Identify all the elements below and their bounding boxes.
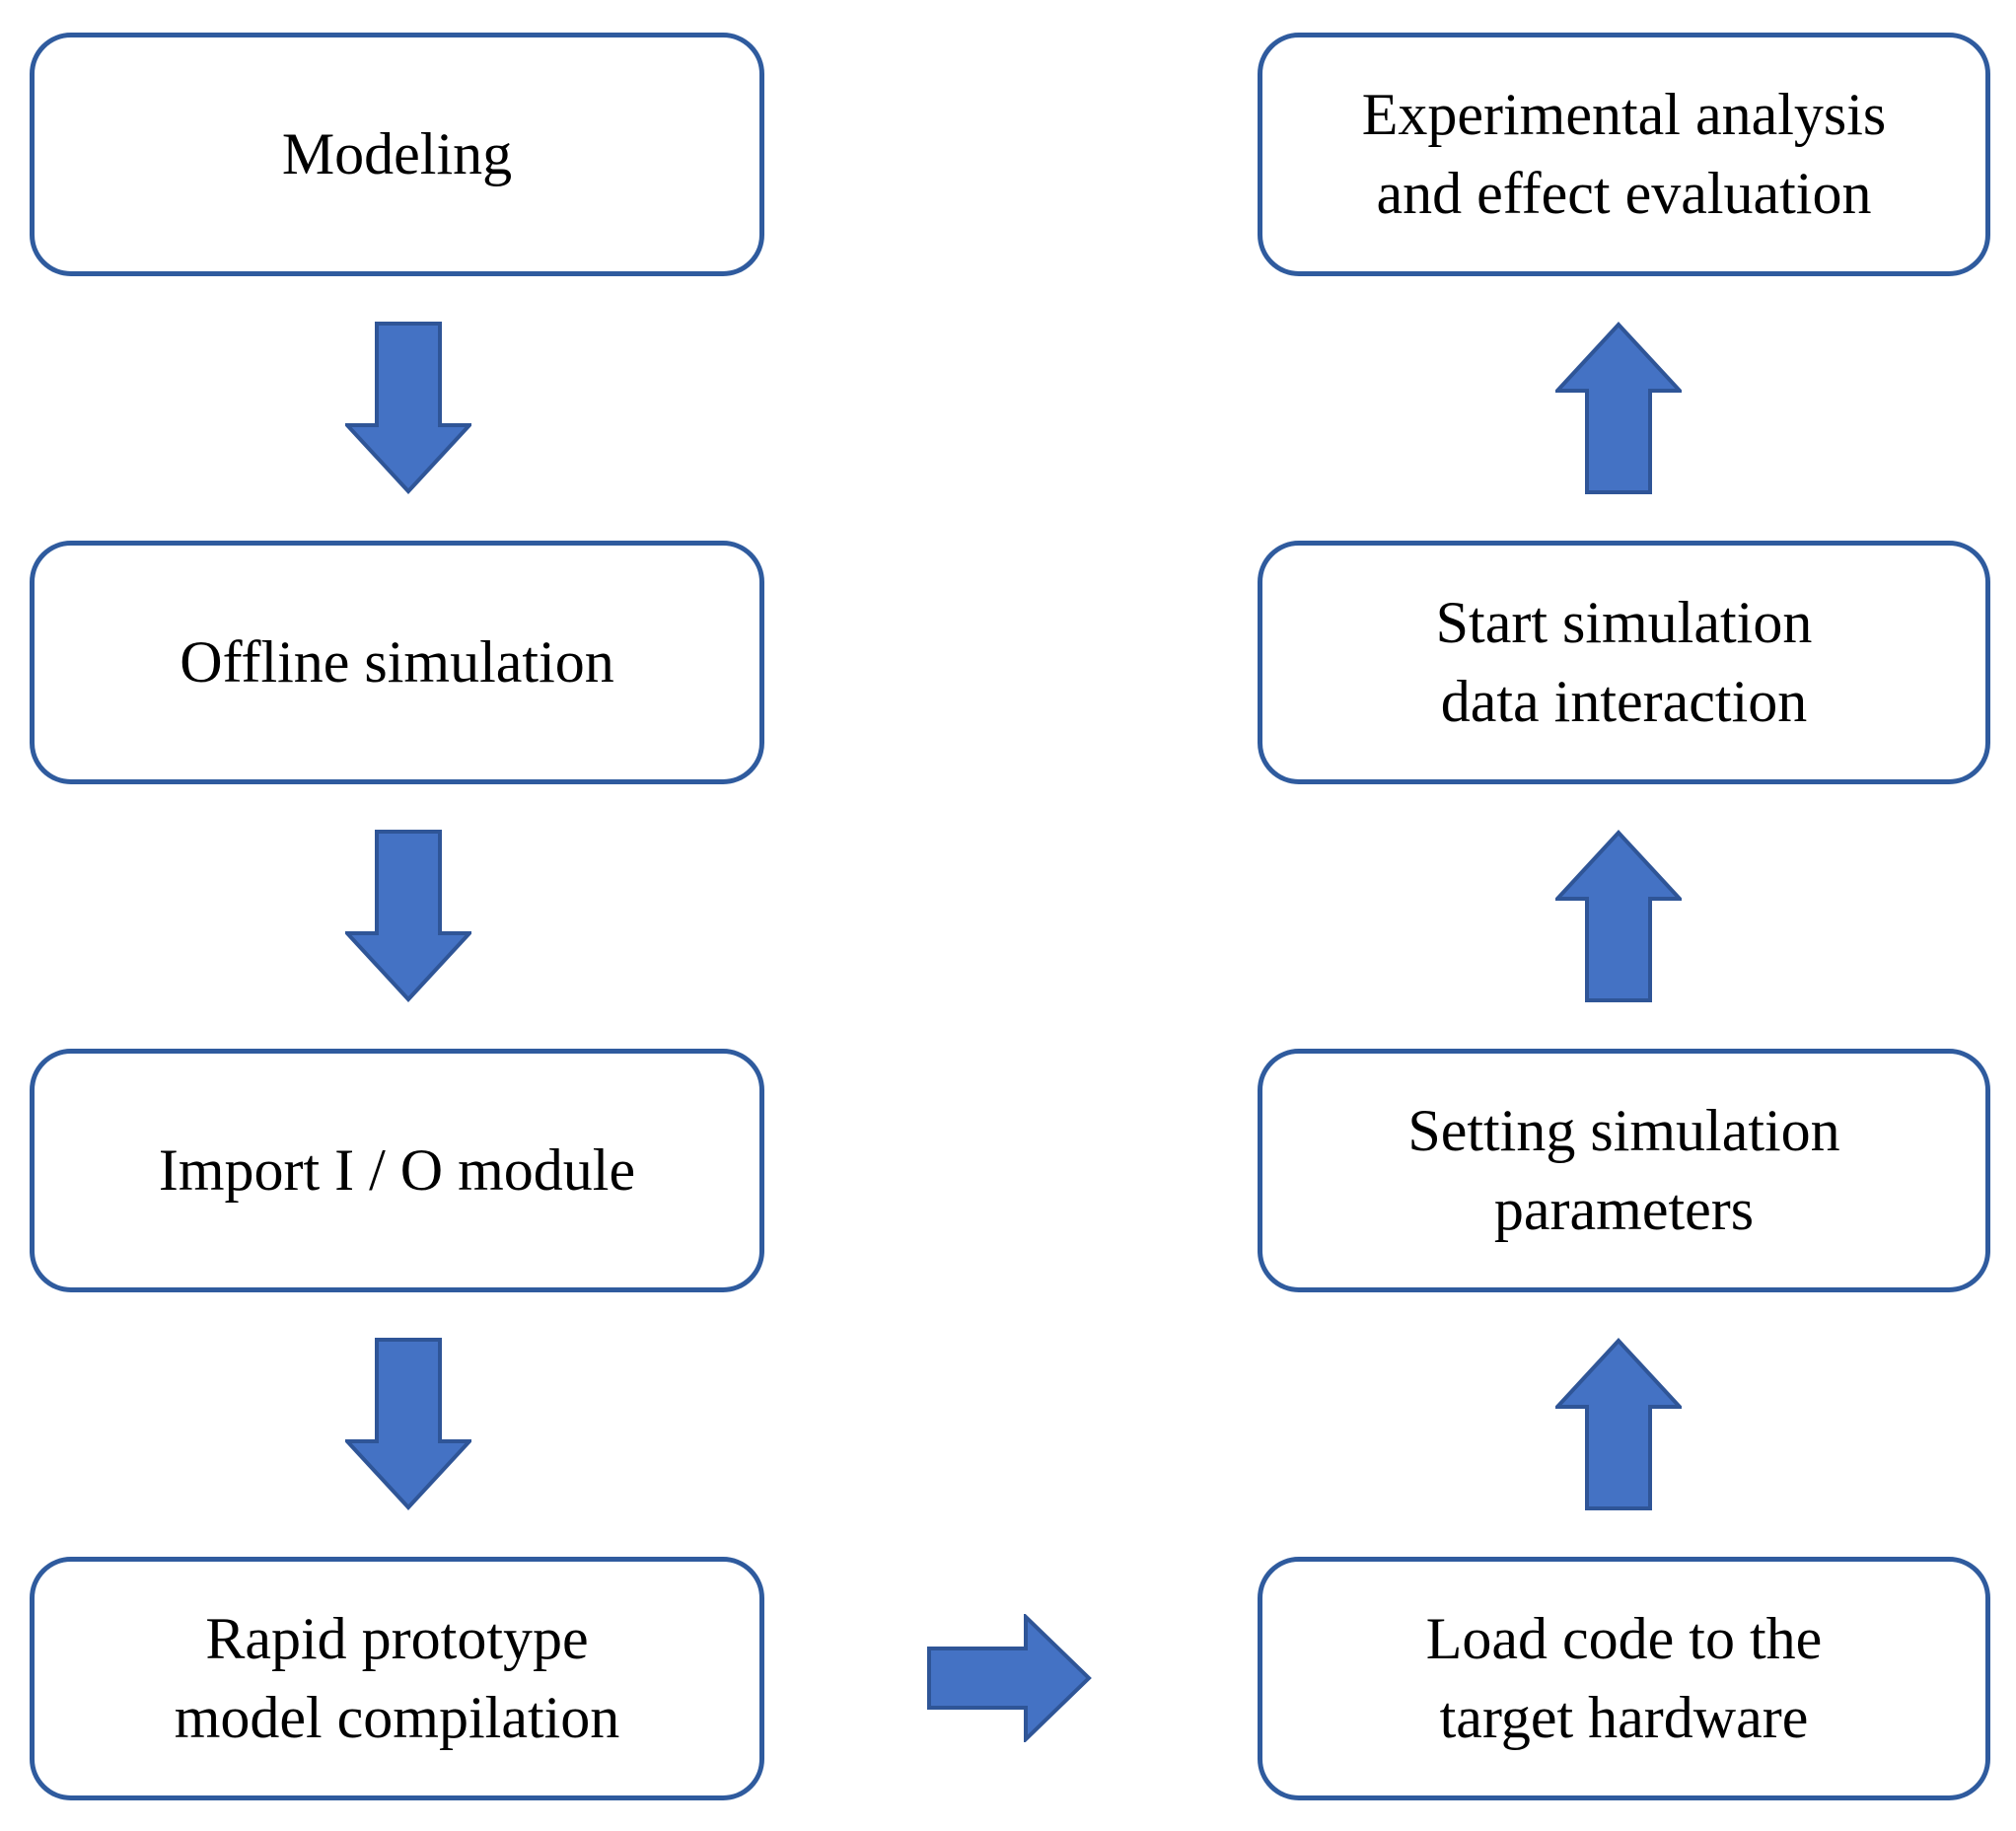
down-arrow-icon-1 xyxy=(345,322,471,494)
box-label: Modeling xyxy=(281,120,513,186)
box-setting-simulation-parameters: Setting simulation parameters xyxy=(1258,1049,1990,1292)
box-experimental-analysis-and-effect-evaluation: Experimental analysis and effect evaluat… xyxy=(1258,33,1990,276)
box-label: Offline simulation xyxy=(180,628,614,695)
box-rapid-prototype-model-compilation: Rapid prototype model compilation xyxy=(30,1557,764,1800)
box-offline-simulation: Offline simulation xyxy=(30,541,764,784)
right-arrow-icon xyxy=(927,1614,1092,1742)
box-label: Import I / O module xyxy=(158,1136,636,1203)
box-import-io-module: Import I / O module xyxy=(30,1049,764,1292)
box-load-code-to-target-hardware: Load code to the target hardware xyxy=(1258,1557,1990,1800)
box-modeling: Modeling xyxy=(30,33,764,276)
box-label: Rapid prototype model compilation xyxy=(174,1606,620,1750)
up-arrow-icon-2 xyxy=(1555,830,1682,1002)
box-start-simulation-data-interaction: Start simulation data interaction xyxy=(1258,541,1990,784)
box-label: Load code to the target hardware xyxy=(1425,1606,1823,1750)
up-arrow-icon-3 xyxy=(1555,1338,1682,1510)
box-label: Experimental analysis and effect evaluat… xyxy=(1361,82,1887,226)
down-arrow-icon-3 xyxy=(345,1338,471,1510)
box-label: Start simulation data interaction xyxy=(1435,590,1813,734)
box-label: Setting simulation parameters xyxy=(1407,1098,1840,1242)
up-arrow-icon-1 xyxy=(1555,322,1682,494)
down-arrow-icon-2 xyxy=(345,830,471,1002)
